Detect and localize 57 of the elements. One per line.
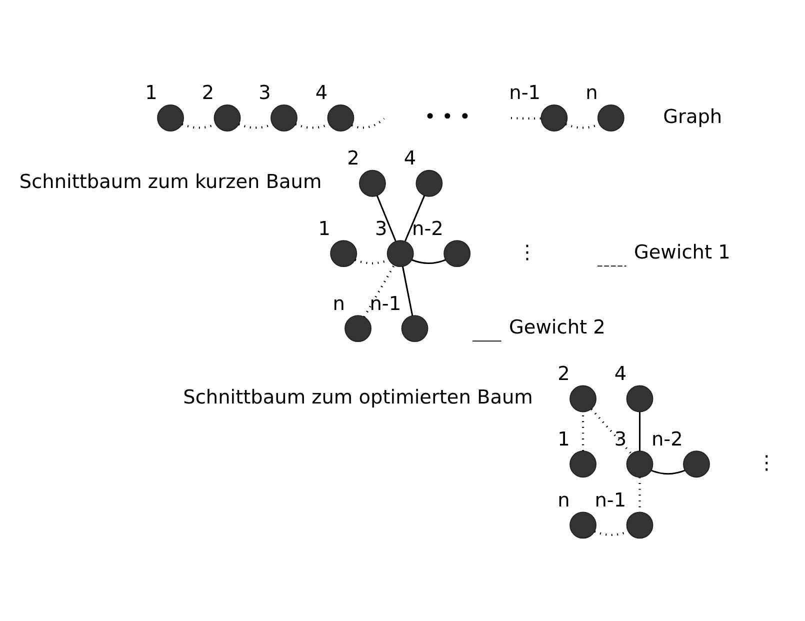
node-label: n-1 [370,291,402,314]
label: Schnittbaum zum optimierten Baum [183,385,533,408]
legend-label: Gewicht 2 [508,314,606,338]
node-label: 3 [374,216,388,240]
node-circle [626,384,654,412]
connector [376,194,396,241]
label: ⋮ [757,450,776,474]
node-label: n [332,291,345,314]
node-circle [570,511,596,538]
connector [404,194,426,241]
node-label: n-2 [651,426,683,450]
label: ⋮ [518,240,537,263]
node-circle [416,169,443,196]
connector [590,408,632,454]
node-circle [626,450,654,478]
connector [638,411,641,450]
connector [363,264,396,318]
connector [351,117,385,128]
node-label: 1 [318,216,330,240]
node-circle [214,104,241,131]
node-label: 4 [404,146,416,170]
node-label: n-1 [594,488,626,511]
label: Schnittbaum zum kurzen Baum [19,170,322,193]
node-label: 2 [347,146,360,170]
node-circle [540,104,568,131]
node-circle [386,240,414,266]
node-circle [330,240,358,266]
label: Graph [663,104,722,128]
connector [651,469,686,474]
legend-label: Gewicht 1 [634,240,730,263]
node-label: 1 [558,426,570,450]
node-label: 3 [614,426,627,450]
node-circle [597,104,624,131]
node-circle [570,384,596,412]
node-label: 3 [258,80,271,104]
node-circle [359,169,386,196]
node-circle [157,104,184,131]
node-label: n-2 [412,216,444,240]
node-circle [570,450,596,478]
node-circle [401,314,428,342]
node-label: 1 [145,80,158,104]
node-circle [344,314,372,342]
node-label: 4 [315,80,328,104]
node-circle [444,240,471,266]
node-circle [270,104,298,131]
node-circle [327,104,354,131]
node-label: 2 [558,361,570,384]
node-circle [626,511,654,538]
node-label: n [558,488,570,511]
node-circle [683,450,710,478]
node-label: n-1 [509,80,541,104]
connector [412,258,446,264]
node-label: n [586,80,598,104]
label: • • • [424,104,471,128]
node-label: 2 [202,80,214,104]
connector [402,266,414,316]
node-label: 4 [614,361,627,384]
